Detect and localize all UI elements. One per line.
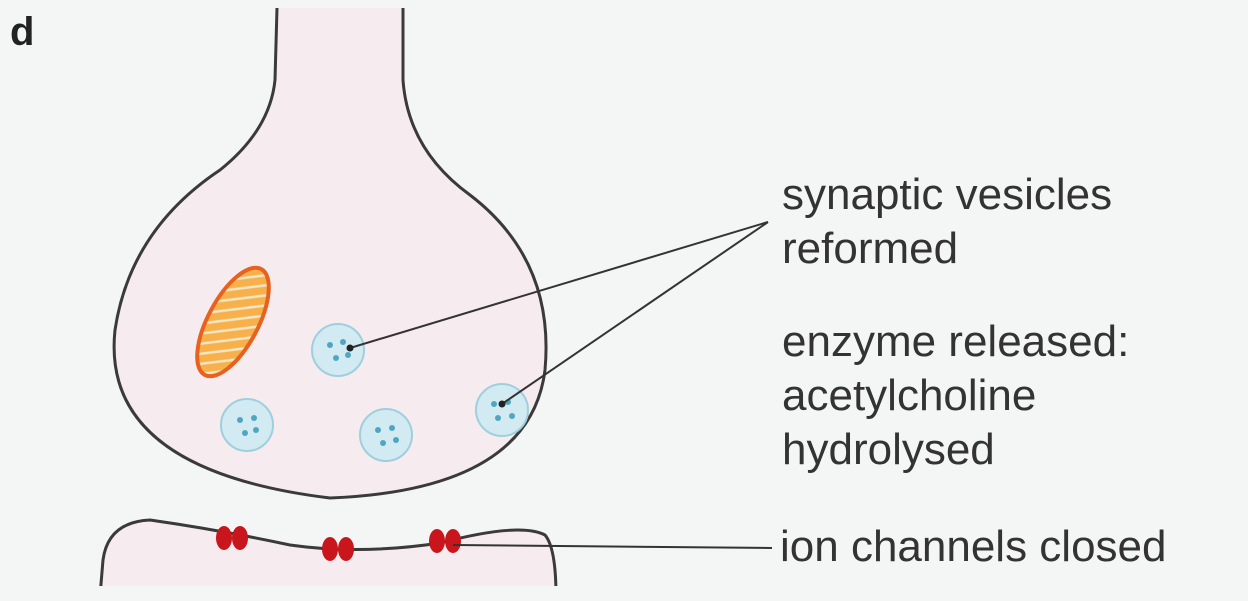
label-line: acetylcholine [782, 369, 1129, 423]
label-ion-channels: ion channels closed [780, 520, 1166, 574]
label-line: synaptic vesicles [782, 168, 1112, 222]
synaptic-vesicle [360, 409, 412, 461]
leader-dot [347, 345, 354, 352]
label-line: reformed [782, 222, 1112, 276]
panel-letter: d [10, 10, 34, 55]
label-synaptic-vesicles: synaptic vesicles reformed [782, 168, 1112, 276]
label-line: enzyme released: [782, 315, 1129, 369]
synaptic-vesicle [221, 399, 273, 451]
label-line: hydrolysed [782, 423, 1129, 477]
label-enzyme-released: enzyme released: acetylcholine hydrolyse… [782, 315, 1129, 477]
leader-dot [499, 401, 506, 408]
synaptic-vesicle [312, 324, 364, 376]
